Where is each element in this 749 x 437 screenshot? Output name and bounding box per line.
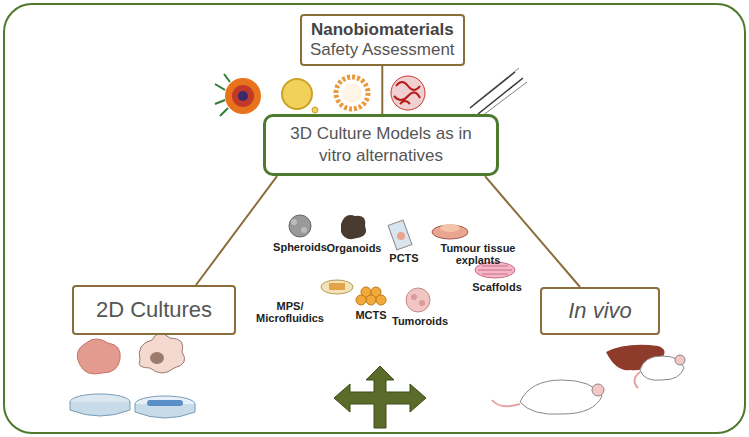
text-box: 3D Culture Models as in vitro alternativ… xyxy=(263,114,499,176)
model-label: Scaffolds xyxy=(462,281,532,293)
text-box: In vivo xyxy=(540,287,660,335)
connector-line xyxy=(196,176,277,285)
model-label: Organoids xyxy=(319,242,389,254)
box-text: Safety Assessment xyxy=(310,40,455,60)
2d-culture-icons xyxy=(70,333,195,418)
box-text: 2D Cultures xyxy=(82,297,226,323)
in-vivo-icons xyxy=(492,345,685,414)
box-text: Nanobiomaterials xyxy=(310,20,455,40)
model-label: PCTS xyxy=(379,252,429,264)
text-box: NanobiomaterialsSafety Assessment xyxy=(300,14,465,66)
three-way-arrow xyxy=(334,366,426,428)
box-text: In vivo xyxy=(550,298,650,324)
model-label: Spheroids xyxy=(265,241,335,253)
text-box: 2D Cultures xyxy=(72,285,236,335)
model-label: MCTS xyxy=(346,309,396,321)
box-text: 3D Culture Models as in vitro alternativ… xyxy=(274,123,488,167)
connector-line xyxy=(485,176,580,287)
nanoparticle-icons xyxy=(215,68,527,116)
connector-line xyxy=(381,66,383,114)
model-label: Tumoroids xyxy=(385,315,455,327)
model-label: MPS/ Microfluidics xyxy=(254,300,326,324)
outer-frame xyxy=(4,4,745,433)
model-label: Tumour tissue explants xyxy=(438,242,518,266)
